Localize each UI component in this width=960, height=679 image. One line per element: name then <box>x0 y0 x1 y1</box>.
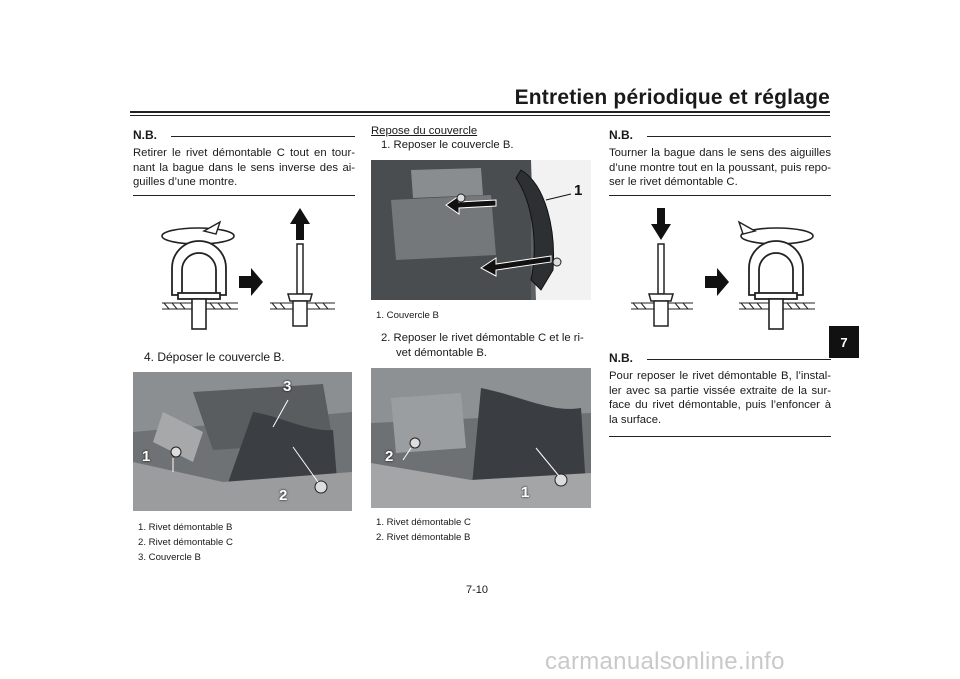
photo-cover-removal: 1 2 3 <box>133 372 352 511</box>
caption-list: 1. Rivet démontable B 2. Rivet démontabl… <box>138 520 233 565</box>
nb-heading: N.B. <box>133 128 355 142</box>
nb-end-rule <box>609 436 831 437</box>
page-title: Entretien périodique et réglage <box>514 86 830 109</box>
caption-item: 1. Rivet démontable B <box>138 522 233 533</box>
caption-item: 1. Couvercle B <box>376 310 439 321</box>
chapter-tab: 7 <box>829 326 859 358</box>
nb-heading: N.B. <box>609 128 831 142</box>
caption-item: 2. Rivet démontable C <box>138 537 233 548</box>
nb-end-rule <box>133 195 355 196</box>
caption-list: 1. Rivet démontable C 2. Rivet démontabl… <box>376 515 471 545</box>
photo-label-2: 2 <box>279 487 288 504</box>
page-number: 7-10 <box>466 584 489 596</box>
step-4: 4. Déposer le couvercle B. <box>144 350 285 364</box>
rivet-removal-diagram <box>161 208 335 330</box>
photo-label-1: 1 <box>142 448 151 465</box>
header-rule <box>130 111 830 113</box>
arrow-head-icon <box>202 220 222 235</box>
right-arrow-icon <box>239 268 263 296</box>
rivet-ring-icon <box>748 240 804 300</box>
nb-text: Retirer le rivet démontable C tout en to… <box>133 147 355 189</box>
rivet-install-diagram <box>631 208 815 330</box>
nb-end-rule <box>609 195 831 196</box>
down-arrow-icon <box>651 208 671 240</box>
photo-label-1: 1 <box>574 182 583 199</box>
step-2: 2. Reposer le rivet démontable C et le r… <box>381 332 584 359</box>
photo-label-2: 2 <box>385 448 394 465</box>
photo-label-1: 1 <box>521 484 530 501</box>
header-rule-thin <box>130 115 830 116</box>
rivet-ring-icon <box>171 240 227 300</box>
caption-item: 2. Rivet démontable B <box>376 532 471 543</box>
caption-item: 3. Couvercle B <box>138 552 201 563</box>
photo-cover-install: 1 <box>371 160 591 300</box>
nb-text: Tourner la bague dans le sens des aiguil… <box>609 147 831 189</box>
photo-rivet-install: 2 1 <box>371 368 591 508</box>
watermark: carmanualsonline.info <box>545 648 785 675</box>
caption-item: 1. Rivet démontable C <box>376 517 471 528</box>
right-arrow-icon <box>705 268 729 296</box>
section-title: Repose du couvercle <box>371 125 478 137</box>
step-1: 1. Reposer le couvercle B. <box>381 139 514 151</box>
photo-label-3: 3 <box>283 378 292 395</box>
arrow-head-icon <box>737 220 757 235</box>
up-arrow-icon <box>290 208 310 240</box>
nb-text: Pour reposer le rivet démontable B, l’in… <box>609 370 831 426</box>
nb-heading: N.B. <box>609 351 831 365</box>
